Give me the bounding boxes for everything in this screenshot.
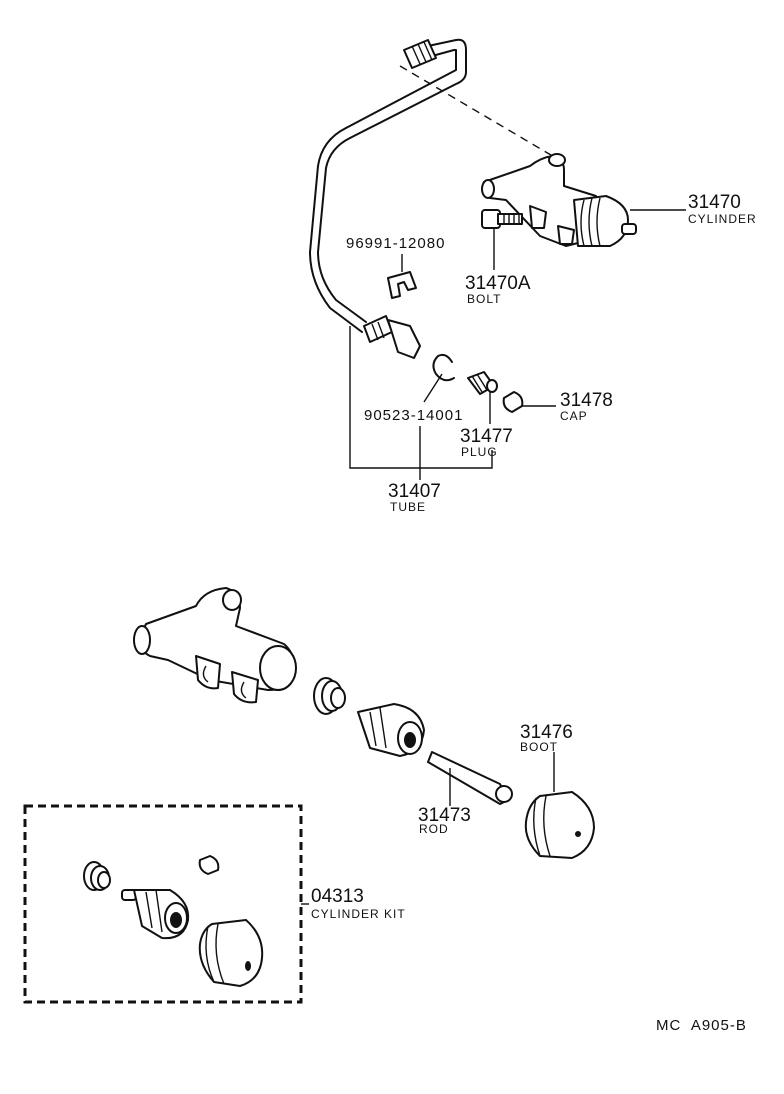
cylinder-body-drawing — [133, 587, 297, 704]
rod-drawing — [427, 751, 513, 805]
plug-drawing — [467, 371, 498, 395]
boot-drawing — [524, 791, 595, 859]
plug-name: PLUG — [461, 445, 498, 459]
cap-name: CAP — [560, 409, 588, 423]
clip-number: 96991-12080 — [346, 235, 445, 252]
rod-number: 31473 — [418, 805, 471, 826]
kit-dashed-box — [23, 804, 303, 1004]
cylinder-name: CYLINDER — [688, 212, 757, 226]
plug-number: 31477 — [460, 426, 513, 447]
kit-piston-drawing — [121, 889, 190, 940]
ring-leader — [423, 373, 443, 403]
kit-number: 04313 — [311, 886, 364, 907]
boot-number: 31476 — [520, 722, 573, 743]
tube-number: 31407 — [388, 481, 441, 502]
kit-cap-drawing — [198, 855, 220, 875]
tube-fitting-drawing — [363, 315, 421, 359]
bolt-name: BOLT — [467, 292, 501, 306]
cap-number: 31478 — [560, 390, 613, 411]
ring-number: 90523-14001 — [364, 407, 463, 424]
ring-drawing — [432, 353, 455, 382]
kit-cup-drawing — [83, 861, 111, 891]
boot-name: BOOT — [520, 740, 558, 754]
rod-name: ROD — [419, 822, 449, 836]
tube-bracket — [349, 326, 493, 469]
figure-code: MC A905-B — [656, 1017, 747, 1034]
bolt-number: 31470A — [465, 273, 531, 294]
tube-name: TUBE — [390, 500, 426, 514]
cup-seal-drawing — [313, 677, 346, 715]
install-dashed-line — [399, 65, 557, 159]
kit-boot-drawing — [198, 919, 264, 987]
cylinder-drawing — [481, 153, 637, 247]
cylinder-number: 31470 — [688, 192, 741, 213]
bolt-drawing — [481, 209, 523, 229]
clip-drawing — [387, 271, 417, 299]
tube-line — [309, 38, 467, 333]
cap-drawing — [502, 391, 524, 413]
kit-name: CYLINDER KIT — [311, 907, 406, 921]
piston-drawing — [357, 703, 425, 757]
